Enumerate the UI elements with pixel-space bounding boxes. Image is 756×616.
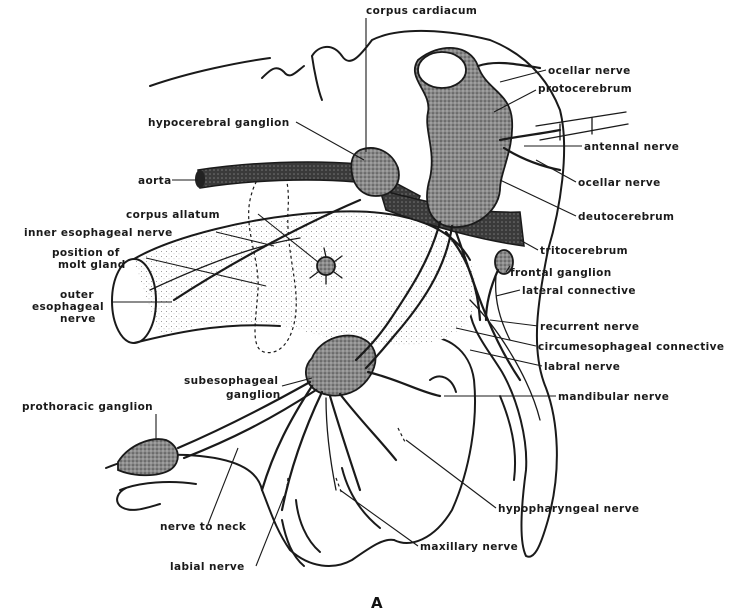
label-labral-nerve: labral nerve (544, 361, 620, 373)
ocellus (418, 52, 466, 88)
label-nerve-to-neck: nerve to neck (160, 521, 247, 533)
label-subesophageal-line1: subesophageal (184, 375, 278, 387)
label-hypopharyngeal-nerve: hypopharyngeal nerve (498, 503, 639, 515)
label-ocellar-nerve-lower: ocellar nerve (578, 177, 661, 189)
label-protocerebrum: protocerebrum (538, 83, 632, 95)
label-inner-esophageal-nerve: inner esophageal nerve (24, 227, 173, 239)
label-circumesophageal-connective: circumesophageal connective (538, 341, 724, 353)
label-labial-nerve: labial nerve (170, 561, 245, 573)
label-position-of-line2: molt gland (58, 259, 126, 271)
label-antennal-nerve: antennal nerve (584, 141, 679, 153)
label-mandibular-nerve: mandibular nerve (558, 391, 669, 403)
label-tritocerebrum: tritocerebrum (540, 245, 628, 257)
label-outer-line2: esophageal (32, 301, 104, 313)
corpus-allatum-body (317, 257, 335, 275)
figure-caption: A (371, 594, 383, 612)
label-corpus-cardiacum: corpus cardiacum (366, 5, 477, 17)
label-corpus-allatum: corpus allatum (126, 209, 220, 221)
label-hypocerebral-ganglion: hypocerebral ganglion (148, 117, 290, 129)
label-subesophageal-line2: ganglion (226, 389, 281, 401)
label-outer-line1: outer (60, 289, 94, 301)
label-prothoracic-ganglion: prothoracic ganglion (22, 401, 153, 413)
aorta-opening (195, 170, 205, 188)
corpus-cardiacum-body (351, 148, 399, 196)
label-position-of-line1: position of (52, 247, 120, 259)
label-frontal-ganglion: frontal ganglion (510, 267, 612, 279)
label-outer-line3: nerve (60, 313, 96, 325)
label-maxillary-nerve: maxillary nerve (420, 541, 518, 553)
label-lateral-connective: lateral connective (522, 285, 636, 297)
label-aorta: aorta (138, 175, 172, 187)
label-recurrent-nerve: recurrent nerve (540, 321, 639, 333)
prothoracic-ganglion-body (118, 439, 178, 475)
subesophageal-ganglion-body (306, 335, 376, 395)
label-deutocerebrum: deutocerebrum (578, 211, 674, 223)
label-ocellar-nerve-top: ocellar nerve (548, 65, 631, 77)
